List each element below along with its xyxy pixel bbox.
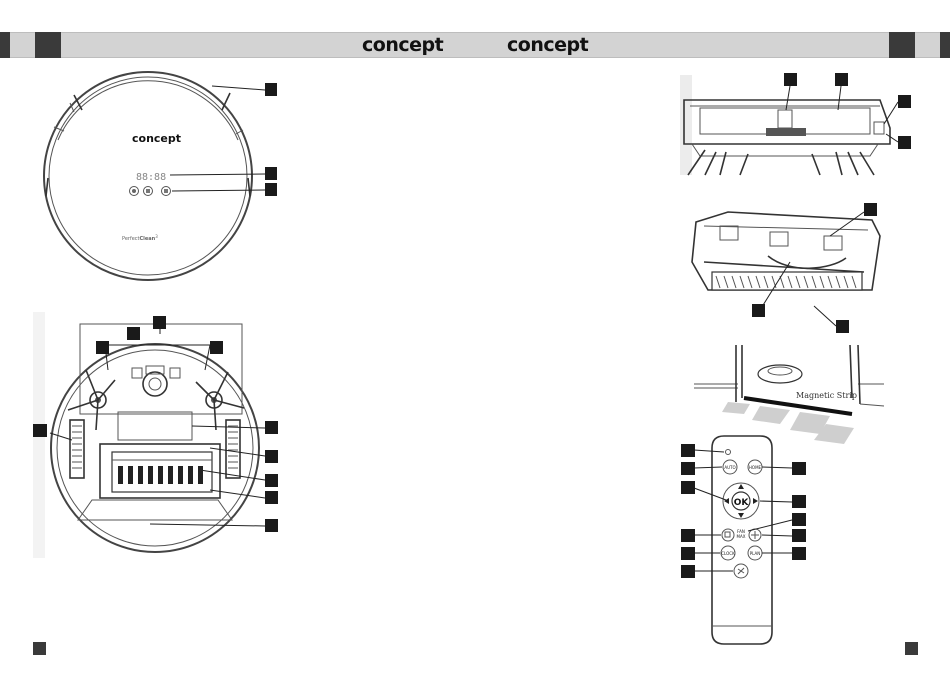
svg-text:CLOCK: CLOCK [721, 551, 735, 556]
robot-display-icon: 88:88 [136, 172, 166, 183]
callout-remote-8 [792, 529, 806, 542]
callout-bottom-3 [96, 341, 109, 354]
callout-remote-11 [681, 565, 695, 578]
callout-bin-1 [784, 73, 797, 86]
callout-top-1 [265, 83, 277, 96]
brush-assembly-view [692, 203, 880, 333]
callout-remote-6 [792, 513, 806, 526]
dustbin-view [680, 73, 911, 175]
callout-remote-10 [792, 547, 806, 560]
magnetic-strip-label: Magnetic Strip [796, 391, 857, 400]
callout-bottom-9 [265, 491, 278, 504]
remote-control: AUTO HOME OK FAN MAX CLOCK PLAN [681, 436, 806, 644]
robot-bottom-view [33, 312, 278, 558]
callout-bottom-2 [127, 327, 140, 340]
callout-brush-3 [836, 320, 849, 333]
robot-logo: concept [132, 132, 181, 145]
callout-remote-5 [792, 495, 806, 508]
callout-bottom-4 [210, 341, 223, 354]
svg-text:PLAN: PLAN [750, 551, 760, 556]
callout-brush-1 [864, 203, 877, 216]
callout-remote-2 [681, 462, 695, 475]
remote-led-icon [726, 450, 731, 455]
callout-top-2 [265, 167, 277, 180]
callout-remote-9 [681, 547, 695, 560]
callout-top-3 [265, 183, 277, 196]
remote-down-arrow-icon [738, 513, 744, 518]
remote-left-arrow-icon [724, 498, 729, 504]
remote-edge-button [722, 529, 734, 541]
magnetic-strip-scene: Magnetic Strip [694, 345, 884, 444]
callout-bottom-7 [265, 450, 278, 463]
callout-brush-2 [752, 304, 765, 317]
callout-remote-3 [792, 462, 806, 475]
svg-text:MAX: MAX [737, 534, 746, 539]
robot-top-view: concept 88:88 PerfectClean3 [44, 72, 277, 280]
remote-mute-icon [738, 568, 744, 574]
callout-remote-1 [681, 444, 695, 457]
callout-bottom-6 [265, 421, 278, 434]
robot-model-text: PerfectClean3 [122, 234, 158, 242]
svg-text:AUTO: AUTO [724, 465, 735, 470]
callout-bottom-1 [153, 316, 166, 329]
remote-right-arrow-icon [753, 498, 758, 504]
callout-bin-2 [835, 73, 848, 86]
callout-bin-3 [898, 95, 911, 108]
callout-remote-7 [681, 529, 695, 542]
svg-text:HOME: HOME [749, 465, 762, 470]
callout-bottom-10 [265, 519, 278, 532]
svg-text:OK: OK [734, 498, 750, 508]
callout-remote-4 [681, 481, 695, 494]
remote-up-arrow-icon [738, 484, 744, 489]
callout-bottom-8 [265, 474, 278, 487]
callout-bottom-5 [33, 424, 47, 437]
callout-bin-4 [898, 136, 911, 149]
